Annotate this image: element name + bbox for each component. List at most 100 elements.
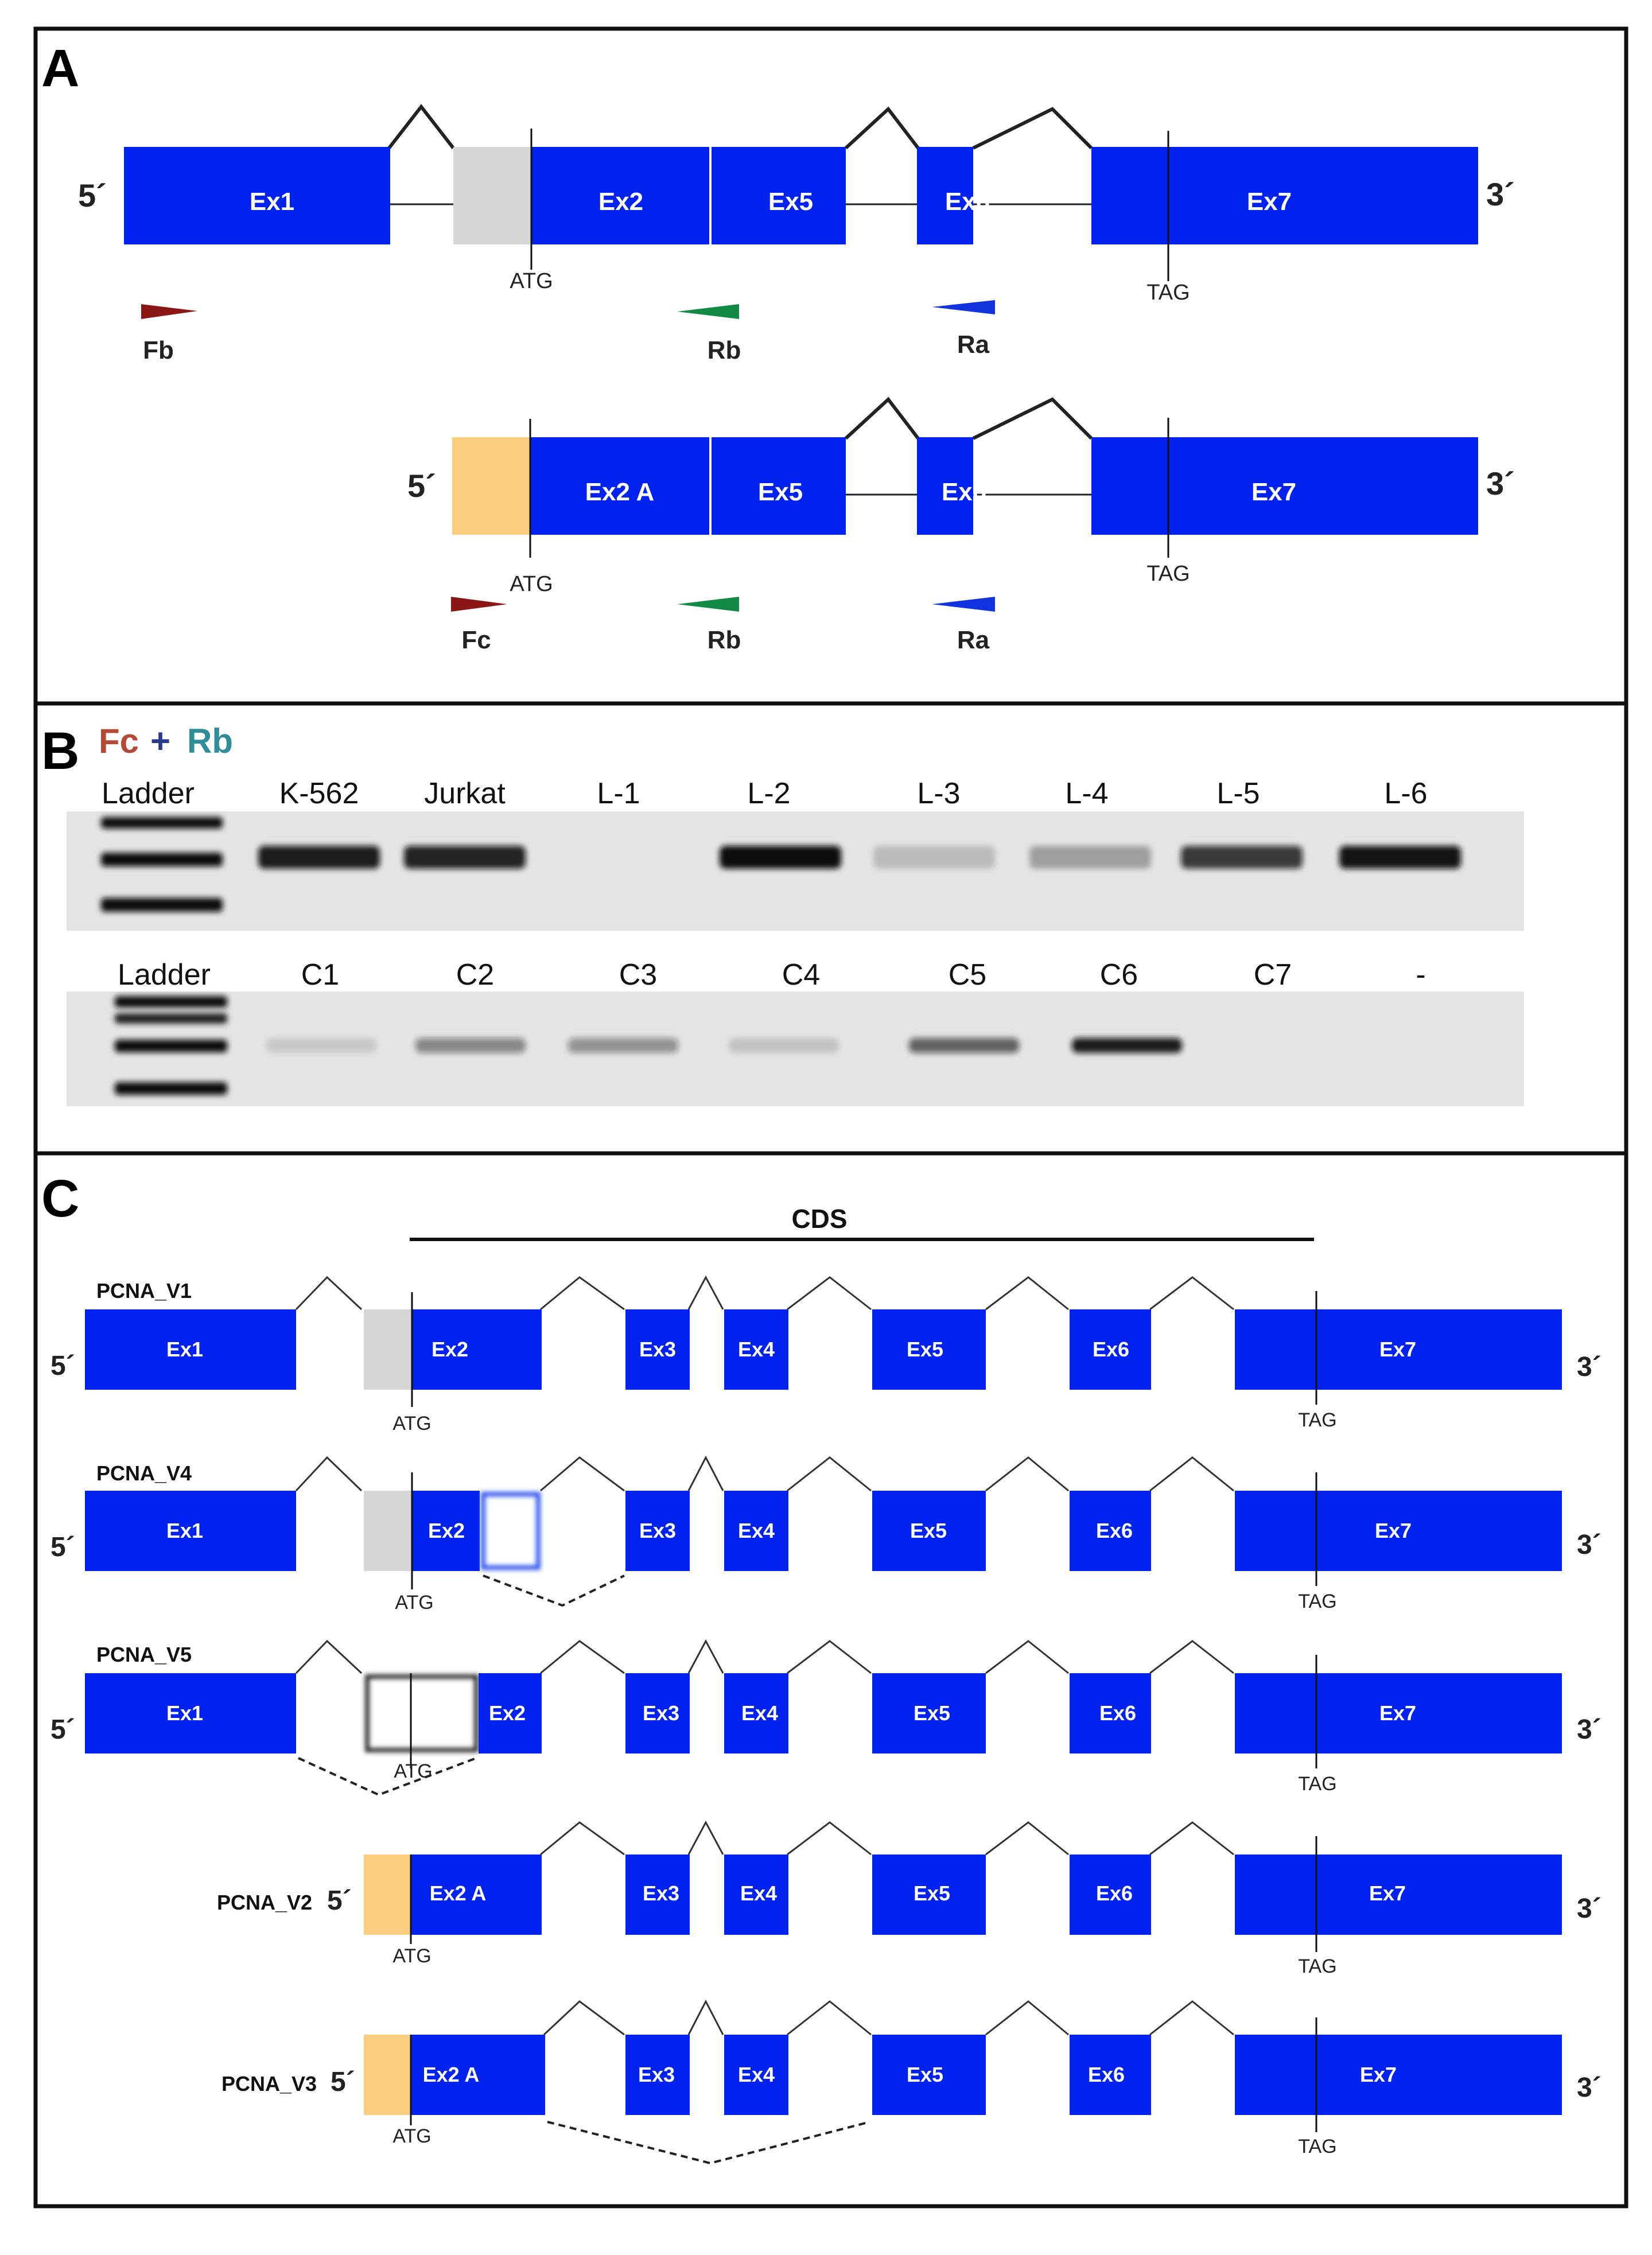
exon-ex5: [872, 1673, 986, 1754]
exon-label: Ex3: [643, 1881, 679, 1905]
splice-junction: [1149, 1821, 1234, 1856]
variant-pcna-v4: Ex1 Ex2 Ex3 Ex4 Ex5 Ex6 Ex7 PCNA_V4 5´ 3…: [50, 1455, 1602, 1614]
three-prime-label: 3´: [1577, 1714, 1602, 1745]
splice-junction: [1149, 2000, 1234, 2036]
splice-junction: [787, 1640, 872, 1674]
five-prime-label: 5´: [50, 1714, 75, 1745]
exon-label: Ex7: [1251, 478, 1296, 506]
exon-ex7: [1091, 437, 1478, 535]
exon-label: Ex5: [907, 2063, 943, 2086]
variant-name: PCNA_V2: [217, 1891, 312, 1914]
exon-label: Ex1: [166, 1519, 203, 1542]
splice-junction: [295, 1276, 363, 1311]
lane-label: C4: [782, 958, 820, 992]
gel-band: [1181, 846, 1303, 869]
lane-label: L-1: [597, 777, 640, 810]
exon-label: Ex5: [768, 188, 813, 216]
lane-label: C2: [456, 958, 494, 992]
exon-label: Ex5: [910, 1519, 947, 1542]
exon-ex4: [724, 2035, 788, 2115]
atg-label: ATG: [510, 269, 553, 293]
variant-pcna-v3: Ex2 A Ex3 Ex4 Ex5 Ex6 Ex7 PCNA_V3 5´ 3´ …: [221, 1999, 1602, 2165]
primer-label: Fc: [461, 626, 491, 654]
panel-b-legend: Fc + Rb: [99, 722, 233, 760]
exon-label: Ex3: [638, 2063, 675, 2086]
exon-ex6: [1070, 1854, 1151, 1935]
exon-label: Ex4: [738, 2063, 775, 2086]
atg-label: ATG: [394, 1760, 432, 1782]
exon-label: Ex5: [907, 1338, 943, 1361]
three-prime-label: 3´: [1577, 1530, 1602, 1560]
ladder-band: [115, 1013, 227, 1024]
atg-label: ATG: [392, 2125, 431, 2147]
exon-label: Ex2: [432, 1338, 468, 1361]
variant-name: PCNA_V3: [221, 2072, 317, 2095]
ladder: [115, 996, 227, 1095]
splice-junction: [543, 2000, 625, 2036]
exon-label: Ex2: [428, 1519, 465, 1542]
variant-pcna-v1: Ex1 Ex2 Ex3 Ex4 Ex5 Ex6 Ex7 PCNA_V1 5´ 3…: [50, 1275, 1602, 1434]
splice-junction: [687, 1999, 724, 2035]
gel-band: [415, 1038, 526, 1053]
gel-2: Ladder C1 C2 C3 C4 C5 C6 C7 -: [67, 958, 1524, 1106]
tag-label: TAG: [1298, 1409, 1336, 1431]
lane-label: K-562: [279, 777, 359, 810]
exon-ex2: [479, 1673, 542, 1754]
exon-label: Ex2: [598, 188, 643, 216]
exon-ex6: [917, 147, 973, 244]
gel-band: [729, 1038, 839, 1053]
primer-label: Rb: [708, 336, 741, 364]
exon-label: Ex4: [740, 1881, 777, 1905]
primer-label: Rb: [708, 626, 741, 654]
exon-ex4: [724, 1673, 788, 1754]
tag-label: TAG: [1298, 1955, 1336, 1977]
exon-ex2: [412, 1309, 542, 1390]
splice-junction: [540, 1276, 625, 1311]
splice-junction: [787, 1456, 872, 1492]
gel-band: [1029, 846, 1151, 869]
exon-ex6: [1070, 1673, 1151, 1754]
utr-block: [452, 437, 530, 535]
exon-ex7: [1091, 147, 1478, 244]
skipped-region: [365, 1674, 479, 1752]
utr-block: [364, 1854, 411, 1935]
exon-ex7: [1235, 1491, 1562, 1571]
alt-splice-dashed: [483, 1574, 625, 1607]
splice-junction: [787, 2000, 872, 2036]
cds-label: CDS: [791, 1204, 847, 1234]
exon-label: Ex7: [1247, 188, 1292, 216]
exon-ex6: [1070, 1491, 1151, 1571]
five-prime-label: 5´: [407, 468, 436, 504]
gel-band: [909, 1038, 1019, 1053]
sample-bands: [258, 846, 1461, 869]
gel-background: [67, 811, 1524, 931]
tag-label: TAG: [1146, 562, 1190, 586]
panel-a-transcript-1: Ex1 Ex2 Ex5 Ex6 Ex7 5´ 3´ ATG TAG Fb Rb …: [78, 104, 1515, 364]
splice-junction: [687, 1820, 724, 1855]
splice-junction: [787, 1821, 872, 1856]
splice-junction: [687, 1639, 724, 1674]
exon-ex2: [531, 147, 709, 244]
tag-label: TAG: [1146, 281, 1190, 305]
splice-junction: [387, 104, 455, 149]
exon-ex3: [625, 2035, 690, 2115]
lane-label: Jurkat: [424, 777, 506, 810]
atg-label: ATG: [395, 1592, 433, 1614]
exon-ex5: [712, 147, 846, 244]
primer-rb-arrow: [677, 597, 739, 612]
primer-rb-arrow: [677, 304, 739, 319]
panel-label-a: A: [41, 39, 79, 98]
three-prime-label: 3´: [1486, 176, 1515, 212]
gel-band: [258, 846, 380, 869]
lane-label: C1: [301, 958, 339, 992]
atg-label: ATG: [510, 572, 553, 596]
lane-label: Ladder: [102, 777, 195, 810]
exon-ex3: [625, 1309, 690, 1390]
exon-label: Ex6: [945, 188, 990, 216]
sample-bands: [266, 1038, 1182, 1053]
exon-ex2a: [411, 1854, 542, 1935]
splice-junction: [540, 1821, 625, 1856]
exon-ex1: [85, 1673, 296, 1754]
exon-ex4: [724, 1309, 788, 1390]
